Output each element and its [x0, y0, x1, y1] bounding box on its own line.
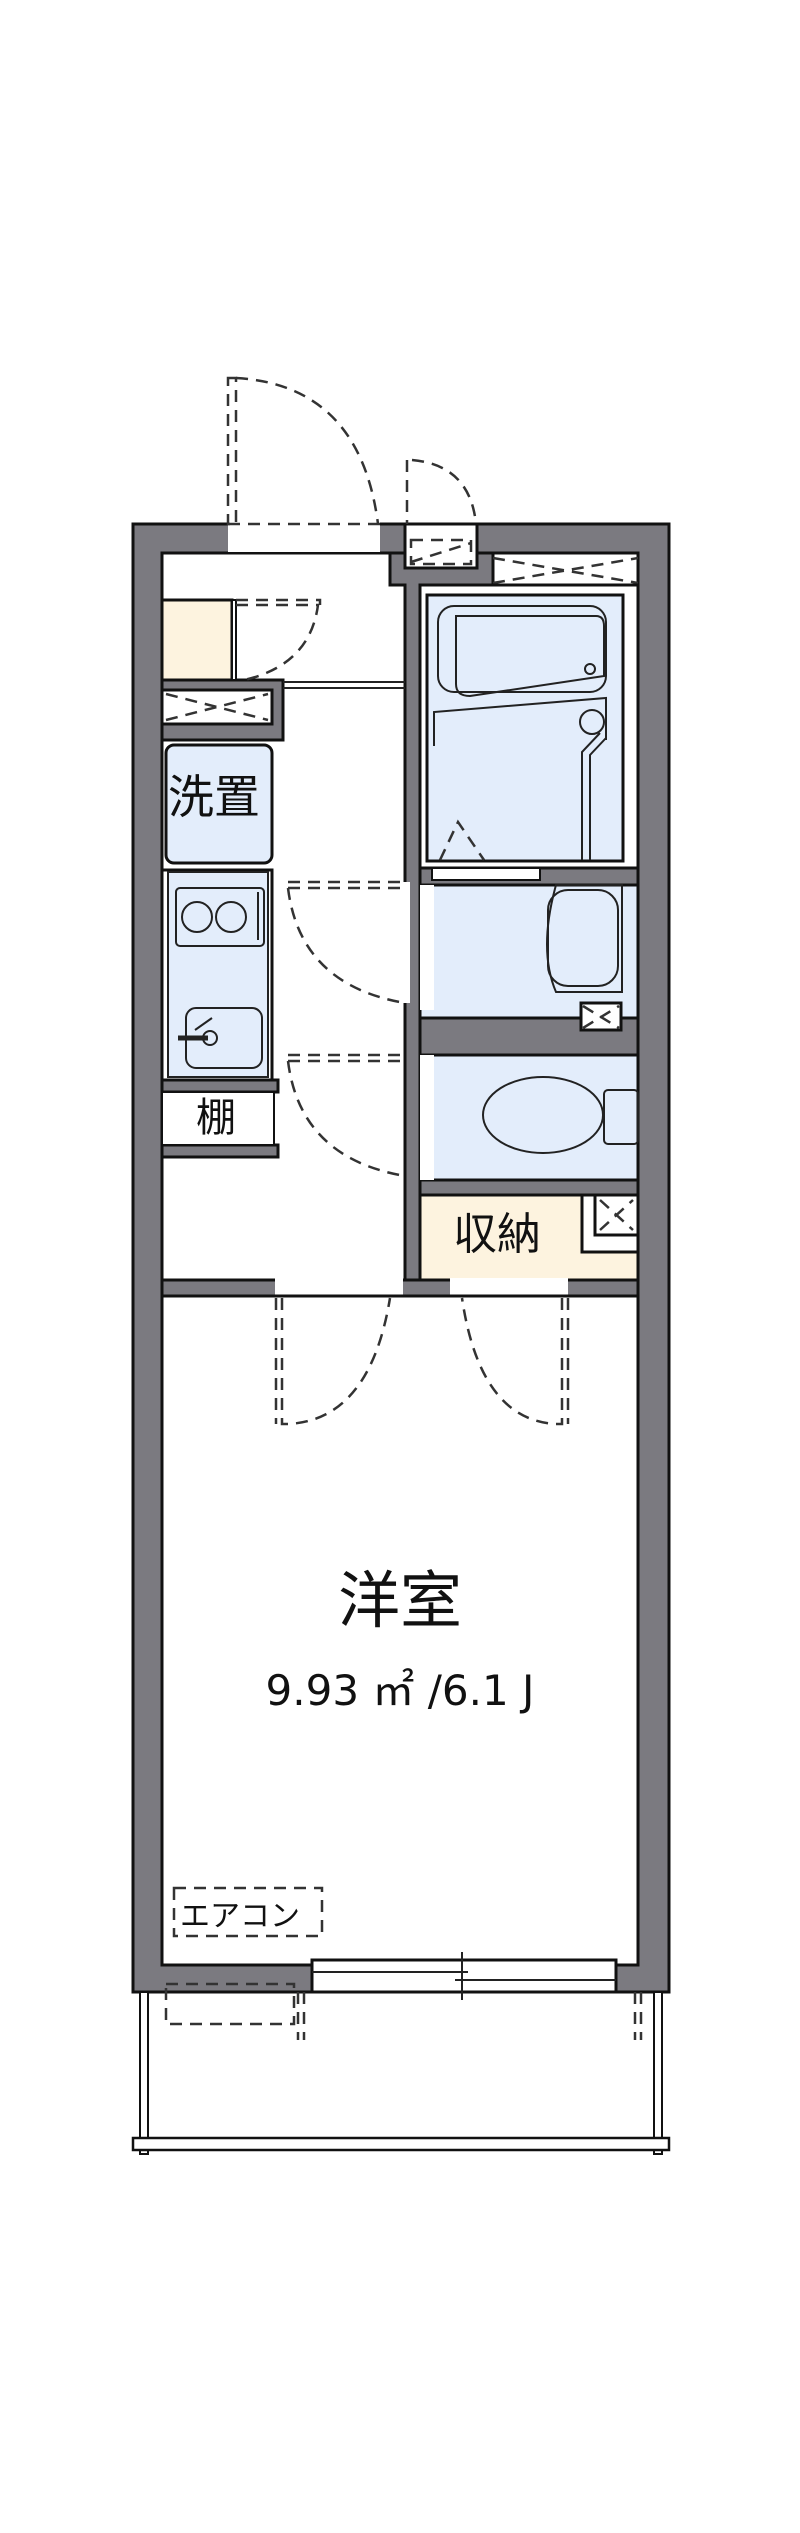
toilet-door[interactable] [286, 1053, 406, 1178]
stove [175, 887, 265, 947]
entrance-door [226, 376, 380, 552]
label-washer: 洗置 [168, 770, 260, 824]
label-storage: 収納 [453, 1209, 541, 1260]
shelf [161, 1091, 275, 1146]
washroom-door[interactable] [286, 880, 410, 1005]
label-air-conditioner: エアコン [180, 1899, 300, 1934]
kitchen-counter [160, 868, 274, 1082]
bathroom [418, 583, 640, 870]
ac-outdoor-unit [164, 1982, 296, 2026]
meter-box-door [403, 458, 479, 570]
washing-machine-space[interactable] [164, 743, 274, 865]
label-room-area: 9.93 ㎡ /6.1 J [265, 1666, 535, 1715]
bathtub [437, 605, 607, 698]
air-conditioner [172, 1886, 324, 1938]
label-shelf: 棚 [196, 1095, 236, 1141]
toilet-room [418, 1053, 640, 1182]
washroom [418, 883, 640, 1032]
label-western-room: 洋室 [337, 1564, 462, 1637]
living-room-door-left[interactable] [274, 1278, 403, 1426]
kitchen-sink [178, 1007, 263, 1069]
living-room-door-right[interactable] [450, 1278, 570, 1426]
toilet [482, 1076, 639, 1154]
balcony [131, 1982, 671, 2155]
washbasin [546, 884, 623, 993]
shoe-cabinet [160, 598, 322, 682]
storage-closet[interactable] [418, 1193, 640, 1282]
sliding-window[interactable] [310, 1952, 618, 2000]
